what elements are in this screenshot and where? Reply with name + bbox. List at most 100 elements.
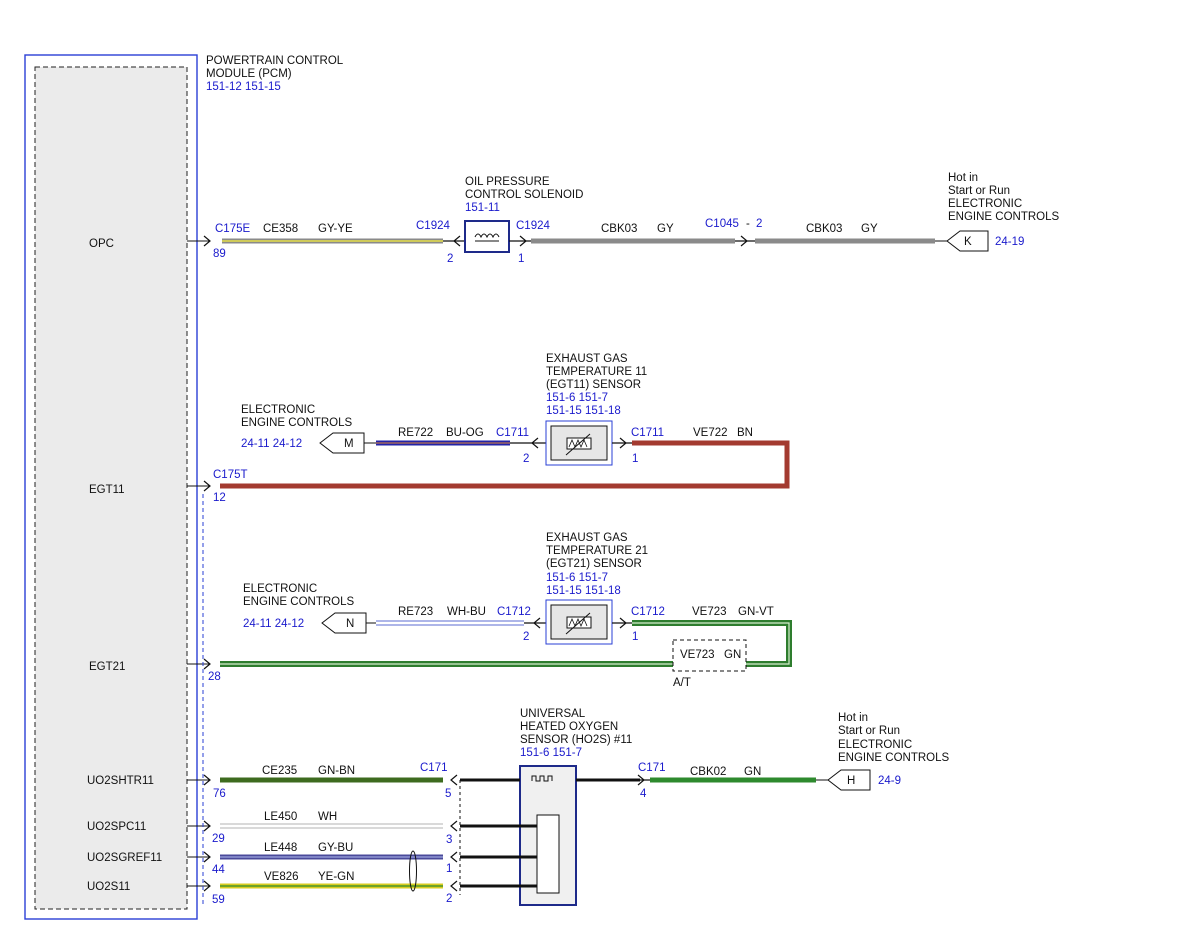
c171-right-arrow (630, 774, 650, 786)
ho2s-pcm-arrows (203, 774, 211, 892)
wire-le448-conn-pin: 1 (446, 863, 452, 875)
egt21-pcm-arrow (203, 658, 211, 670)
wire-le450[interactable] (220, 823, 443, 829)
wire-ce235-color: GN-BN (318, 765, 355, 777)
egt21-ec-refs[interactable]: 24-11 24-12 (243, 618, 304, 630)
wire-le448-color: GY-BU (318, 842, 353, 854)
ho2s-title2: HEATED OXYGEN (520, 721, 618, 733)
ho2s-refs[interactable]: 151-6 151-7 (520, 747, 582, 759)
pcm-signal-uo2spc11: UO2SPC11 (87, 821, 146, 833)
solenoid-title2: CONTROL SOLENOID (465, 189, 583, 201)
oil-pressure-solenoid[interactable] (464, 220, 510, 253)
pcm-pin-leads (187, 240, 210, 887)
terminal-m-letter: M (344, 438, 354, 450)
pcm-title-line1: POWERTRAIN CONTROL (206, 55, 344, 67)
terminal-n[interactable]: N (321, 612, 367, 634)
c1924-right-label[interactable]: C1924 (516, 220, 550, 232)
opc-pcm-connector[interactable]: C175E (215, 223, 250, 235)
wire-ce235-pcm-pin: 76 (213, 788, 226, 800)
pcm-signal-uo2shtr11: UO2SHTR11 (87, 775, 154, 787)
wire-cbk02-id: CBK02 (690, 766, 726, 778)
wire-ce235-conn-pin: 5 (445, 788, 451, 800)
wire-ce235-id: CE235 (262, 765, 297, 777)
pcm-signal-egt21: EGT21 (89, 661, 125, 673)
terminal-n-letter: N (346, 618, 354, 630)
wire-cbk03-b-color: GY (861, 223, 878, 235)
wire-re723-id: RE723 (398, 606, 433, 618)
c1712-left-label[interactable]: C1712 (497, 606, 531, 618)
opc-hot-line4: ENGINE CONTROLS (948, 211, 1060, 223)
wire-re723[interactable] (376, 620, 524, 626)
wire-ve722-color: BN (737, 427, 753, 439)
egt11-title2: TEMPERATURE 11 (546, 366, 647, 378)
solenoid-ref[interactable]: 151-11 (465, 202, 500, 214)
wire-re722-color: BU-OG (446, 427, 484, 439)
c1711-right-label[interactable]: C1711 (631, 427, 664, 439)
egt21-title2: TEMPERATURE 21 (546, 545, 648, 557)
egt11-ec-line2: ENGINE CONTROLS (241, 417, 353, 429)
pcm-module[interactable] (24, 54, 198, 920)
c1924-right-arrow (509, 235, 531, 247)
c171-right-label[interactable]: C171 (638, 762, 666, 774)
wire-ve826-pcm-pin: 59 (212, 894, 225, 906)
egt11-refs2[interactable]: 151-15 151-18 (546, 405, 621, 417)
c175t-label[interactable]: C175T (213, 469, 248, 481)
pcm-signal-uo2sgref11: UO2SGREF11 (87, 852, 162, 864)
egt21-refs1[interactable]: 151-6 151-7 (546, 572, 608, 584)
c1924-left-arrow (443, 235, 465, 247)
wire-ve723[interactable] (220, 620, 792, 667)
ho2s-title3: SENSOR (HO2S) #11 (520, 734, 632, 746)
wire-le450-conn-pin: 3 (446, 834, 452, 846)
c1045-pin: 2 (756, 218, 762, 230)
c171-left-arrows (450, 774, 458, 892)
egt21-pcm-pin: 28 (208, 671, 221, 683)
pcm-signal-opc: OPC (89, 238, 114, 250)
pcm-signal-uo2s11: UO2S11 (87, 881, 130, 893)
terminal-m[interactable]: M (319, 432, 365, 454)
wire-le450-color: WH (318, 811, 337, 823)
wire-ve826-conn-pin: 2 (446, 893, 452, 905)
egt21-refs2[interactable]: 151-15 151-18 (546, 585, 621, 597)
c1711-left-pin: 2 (523, 453, 529, 465)
wire-ve722[interactable] (220, 440, 790, 489)
c1924-right-pin: 1 (518, 253, 524, 265)
egt11-refs1[interactable]: 151-6 151-7 (546, 392, 608, 404)
opc-pcm-pin: 89 (213, 248, 226, 260)
c1712-right-pin: 1 (632, 631, 638, 643)
c1711-right-pin: 1 (632, 453, 638, 465)
pcm-title-line2: MODULE (PCM) (206, 68, 292, 80)
opc-hot-line3: ELECTRONIC (948, 198, 1022, 210)
egt11-sensor[interactable] (545, 420, 613, 466)
wire-ce358-id: CE358 (263, 223, 298, 235)
egt21-title1: EXHAUST GAS (546, 532, 628, 544)
pcm-refs[interactable]: 151-12 151-15 (206, 81, 281, 93)
terminal-k-ref[interactable]: 24-19 (995, 236, 1024, 248)
ho2s-hot-line1: Hot in (838, 712, 868, 724)
twisted-pair-icon (409, 850, 417, 892)
egt11-pcm-pin: 12 (213, 492, 226, 504)
terminal-h-ref[interactable]: 24-9 (878, 775, 901, 787)
c1712-left-arrow (524, 617, 546, 629)
c1711-left-arrow (510, 437, 546, 449)
c1712-right-label[interactable]: C1712 (631, 606, 665, 618)
c1924-left-pin: 2 (447, 253, 453, 265)
wire-le450-id: LE450 (264, 811, 297, 823)
egt11-ec-refs[interactable]: 24-11 24-12 (241, 438, 302, 450)
c1045-label[interactable]: C1045 (705, 218, 739, 230)
c1924-left-label[interactable]: C1924 (416, 220, 450, 232)
c171-left-label[interactable]: C171 (420, 762, 448, 774)
at-option-box (672, 639, 747, 672)
egt21-sensor[interactable] (545, 599, 613, 645)
terminal-h[interactable]: H (827, 769, 871, 791)
opc-hot-line2: Start or Run (948, 185, 1010, 197)
terminal-k[interactable]: K (946, 230, 989, 252)
ho2s-hot-line4: ENGINE CONTROLS (838, 752, 950, 764)
wire-le448-id: LE448 (264, 842, 297, 854)
c1712-left-pin: 2 (523, 631, 529, 643)
c1711-left-label[interactable]: C1711 (496, 427, 529, 439)
connector-arrow-opc (203, 235, 211, 247)
wire-cbk03-b-id: CBK03 (806, 223, 842, 235)
egt11-ec-line1: ELECTRONIC (241, 404, 315, 416)
wire-ve826-color: YE-GN (318, 871, 354, 883)
ho2s-sensor[interactable] (519, 765, 577, 906)
